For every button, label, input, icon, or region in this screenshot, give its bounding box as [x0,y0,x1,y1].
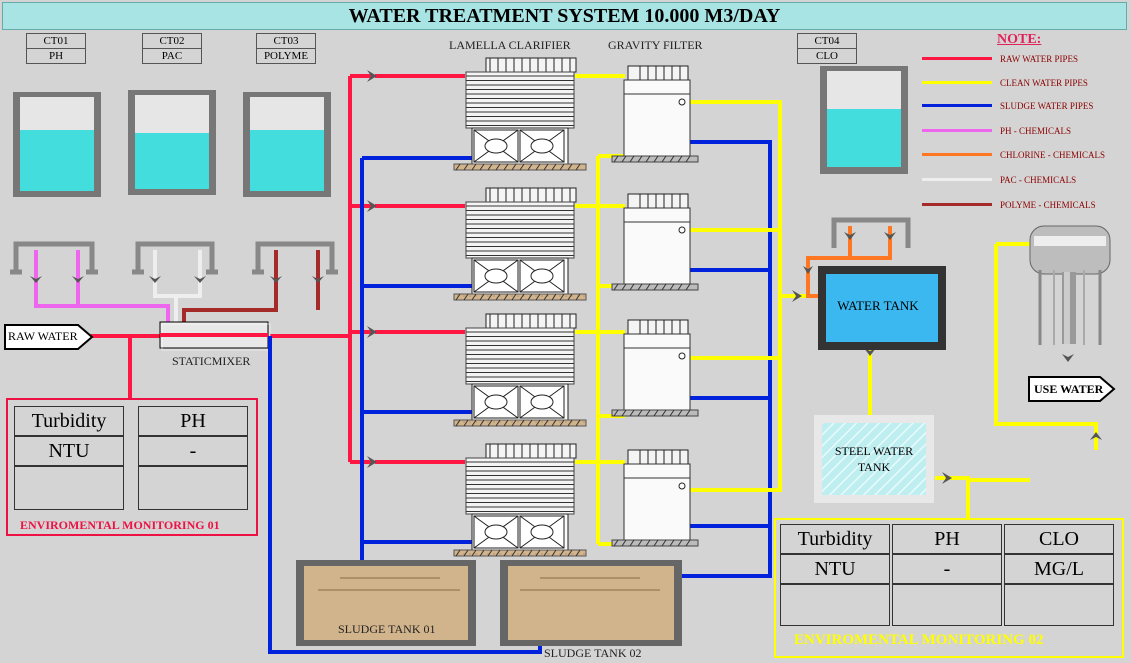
tag-name: POLYME [263,50,309,62]
flow-arrows [367,70,1102,484]
mon1-unit-turbidity: NTU [14,436,124,466]
lamella-unit[interactable] [453,313,587,427]
gravity-filter-unit[interactable] [611,193,699,291]
gravity-filter-unit[interactable] [611,65,699,163]
sludge-tank-01[interactable] [296,560,476,646]
legend-label: CLEAN WATER PIPES [1000,78,1088,88]
mon1-value-ph [138,466,248,510]
chemical-tank-ct01[interactable] [13,92,101,197]
dosing-header-polyme [252,241,338,275]
dosing-header-ph [10,241,98,275]
raw-water-pipes [88,74,465,464]
sludge-tank-01-label: SLUDGE TANK 01 [338,622,436,636]
chemical-tank-ct02[interactable] [128,90,216,195]
dosing-header-chlorine [803,217,911,298]
gravity-filter-label: GRAVITY FILTER [608,38,703,52]
tag-ct03: CT03 POLYME [256,33,316,64]
page-title: WATER TREATMENT SYSTEM 10.000 M3/DAY [2,2,1127,30]
mon2-header-clo: CLO [1004,524,1114,554]
lamella-clarifiers[interactable] [453,57,587,557]
tag-ct02: CT02 PAC [142,33,202,64]
dosing-header-pac [132,241,218,275]
use-water-label: USE WATER [1034,382,1104,396]
mon1-header-ph: PH [138,406,248,436]
lamella-unit[interactable] [453,57,587,171]
legend-label: SLUDGE WATER PIPES [1000,101,1094,111]
sludge-tank-02[interactable] [500,560,682,646]
gravity-filter-unit[interactable] [611,449,699,547]
static-mixer[interactable] [159,321,271,351]
tag-name: CLO [816,50,838,62]
legend-label: CHLORINE - CHEMICALS [1000,150,1105,160]
sludge-tank-02-label: SLUDGE TANK 02 [544,646,642,660]
polyme-chemical-line [182,250,320,322]
raw-water-label: RAW WATER [8,329,78,343]
steel-tank-label-1: STEEL WATER [834,444,914,458]
mon1-unit-ph: - [138,436,248,466]
legend-swatch [922,104,992,107]
mon1-header-turbidity: Turbidity [14,406,124,436]
lamella-unit[interactable] [453,443,587,557]
lamella-clarifier-label: LAMELLA CLARIFIER [449,38,571,52]
outlet-arrow-shape [1028,376,1116,402]
elevated-water-tower[interactable] [1029,225,1111,345]
mon2-header-turbidity: Turbidity [780,524,890,554]
mon2-value-turbidity [780,584,890,626]
monitoring-01-title: ENVIROMENTAL MONITORING 01 [20,518,220,532]
tag-code: CT01 [27,34,85,49]
legend-swatch [922,129,992,132]
static-mixer-label: STATICMIXER [172,354,251,368]
legend-title: NOTE: [997,32,1042,47]
monitoring-panel-02: Turbidity PH CLO NTU - MG/L ENVIROMENTAL… [774,518,1124,658]
legend-label: PAC - CHEMICALS [1000,175,1077,185]
legend-swatch [922,57,992,60]
legend-swatch [922,203,992,206]
pac-chemical-line [153,250,202,322]
tag-code: CT02 [143,34,201,49]
chemical-tank-ct03[interactable] [243,92,331,197]
water-tank[interactable] [818,266,946,350]
monitoring-panel-01: Turbidity PH NTU - ENVIROMENTAL MONITORI… [6,398,258,536]
mon2-unit-clo: MG/L [1004,554,1114,584]
steel-tank-label-2: TANK [857,460,891,474]
legend-label: PH - CHEMICALS [1000,126,1072,136]
tag-code: CT03 [257,34,315,49]
tag-name: PAC [161,50,183,62]
mon2-value-ph [892,584,1002,626]
legend-label: POLYME - CHEMICALS [1000,200,1096,210]
mon2-unit-turbidity: NTU [780,554,890,584]
water-tank-label: WATER TANK [837,298,919,313]
ph-chemical-line [34,250,170,322]
mon2-header-ph: PH [892,524,1002,554]
legend-swatch [922,178,992,181]
mon2-unit-ph: - [892,554,1002,584]
tag-name: PH [48,50,64,62]
legend-swatch [922,153,992,156]
legend-swatch [922,81,992,84]
steel-water-tank[interactable] [814,415,934,503]
gravity-filters[interactable] [611,65,699,547]
mon2-value-clo [1004,584,1114,626]
dosing-arrows [30,276,324,283]
lamella-unit[interactable] [453,187,587,301]
inlet-arrow-shape [4,324,94,350]
monitoring-02-title: ENVIROMENTAL MONITORING 02 [794,632,1044,648]
gravity-filter-unit[interactable] [611,319,699,417]
tag-ct01: CT01 PH [26,33,86,64]
tag-code: CT04 [798,34,856,49]
legend-label: RAW WATER PIPES [1000,54,1078,64]
chemical-tank-ct04[interactable] [820,66,908,174]
mon1-value-turbidity [14,466,124,510]
tag-ct04: CT04 CLO [797,33,857,64]
